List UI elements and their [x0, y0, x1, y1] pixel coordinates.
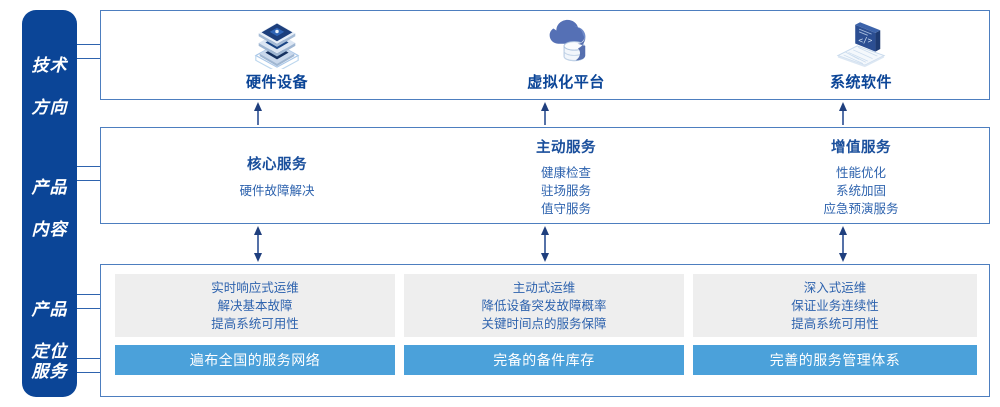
sidebar-item-product-content[interactable]: 产品 内容: [22, 156, 77, 261]
tech-label: 系统软件: [829, 74, 892, 91]
sidebar-item-service-advantage[interactable]: 服务 优势: [22, 340, 77, 407]
content-column-core[interactable]: 核心服务 硬件故障解决: [197, 128, 357, 250]
sidebar-item-label-line1: 产品: [31, 178, 68, 197]
sidebar-item-label-line2: 定位: [31, 342, 68, 361]
advantage-bar[interactable]: 完善的服务管理体系: [693, 345, 977, 375]
sidebar-item-label-line2: 内容: [31, 220, 68, 239]
sidebar-item-product-position[interactable]: 产品 定位: [22, 278, 77, 383]
arrow-up-icon: [541, 102, 549, 125]
connector-line: [77, 58, 101, 59]
arrow-up-icon: [254, 102, 262, 125]
sidebar-item-tech-direction[interactable]: 技术 方向: [22, 34, 77, 139]
connector-line: [77, 308, 101, 309]
content-item: 硬件故障解决: [239, 184, 315, 198]
tech-column-hardware[interactable]: 硬件设备: [197, 11, 357, 101]
sidebar-item-label-line1: 产品: [31, 300, 68, 319]
content-title: 增值服务: [831, 140, 891, 156]
svg-text:</>: </>: [858, 36, 872, 45]
content-item: 健康检查: [540, 166, 591, 180]
content-column-value-added[interactable]: 增值服务 性能优化 系统加固 应急预演服务: [781, 128, 941, 233]
positioning-card: 主动式运维 降低设备突发故障概率 关键时间点的服务保障: [404, 274, 684, 337]
positioning-line: 关键时间点的服务保障: [481, 316, 607, 331]
connector-line: [77, 372, 101, 373]
connector-line: [77, 44, 101, 45]
bottom-column-realtime[interactable]: 实时响应式运维 解决基本故障 提高系统可用性 遍布全国的服务网络: [115, 274, 395, 375]
content-column-proactive[interactable]: 主动服务 健康检查 驻场服务 值守服务: [486, 128, 646, 233]
advantage-bar[interactable]: 完备的备件库存: [404, 345, 684, 375]
arrow-up-icon: [839, 102, 847, 125]
tech-label: 硬件设备: [245, 74, 308, 91]
connector-line: [77, 358, 101, 359]
positioning-card: 实时响应式运维 解决基本故障 提高系统可用性: [115, 274, 395, 337]
tech-column-system-software[interactable]: </> 系统软件: [781, 11, 941, 101]
content-item: 系统加固: [835, 184, 886, 198]
sidebar-panel: 技术 方向 产品 内容 产品 定位 服务 优势: [22, 10, 77, 407]
tech-label: 虚拟化平台: [527, 74, 605, 91]
sidebar-item-label-line1: 技术: [31, 56, 68, 75]
connector-line: [77, 166, 101, 167]
content-title: 主动服务: [536, 140, 596, 156]
content-item: 性能优化: [835, 166, 886, 180]
laptop-code-icon: </>: [836, 22, 886, 68]
content-item: 值守服务: [540, 202, 591, 216]
server-stack-icon: [254, 22, 300, 69]
positioning-line: 解决基本故障: [217, 298, 293, 313]
advantage-bar[interactable]: 遍布全国的服务网络: [115, 345, 395, 375]
sidebar-item-label-line2: 优势: [22, 403, 77, 407]
sidebar-item-label-line1: 服务: [31, 362, 68, 381]
positioning-line: 提高系统可用性: [211, 316, 299, 331]
arrow-double-vertical-icon: [839, 226, 847, 262]
bottom-column-deep[interactable]: 深入式运维 保证业务连续性 提高系统可用性 完善的服务管理体系: [693, 274, 977, 375]
positioning-line: 降低设备突发故障概率: [481, 298, 607, 313]
sidebar-item-label-line2: 方向: [31, 98, 68, 117]
positioning-card: 深入式运维 保证业务连续性 提高系统可用性: [693, 274, 977, 337]
content-item: 应急预演服务: [823, 202, 899, 216]
connector-line: [77, 180, 101, 181]
tech-column-virtualization[interactable]: 虚拟化平台: [486, 11, 646, 101]
connector-line: [77, 294, 101, 295]
positioning-advantage-section: 实时响应式运维 解决基本故障 提高系统可用性 遍布全国的服务网络 主动式运维 降…: [100, 264, 990, 397]
positioning-line: 实时响应式运维: [211, 280, 299, 295]
arrow-double-vertical-icon: [254, 226, 262, 262]
positioning-line: 主动式运维: [512, 280, 576, 295]
content-item: 驻场服务: [540, 184, 591, 198]
tech-direction-section: 硬件设备 虚拟化平台: [100, 10, 990, 100]
positioning-line: 深入式运维: [803, 280, 867, 295]
bottom-column-proactive[interactable]: 主动式运维 降低设备突发故障概率 关键时间点的服务保障 完备的备件库存: [404, 274, 684, 375]
product-content-section: 核心服务 硬件故障解决 主动服务 健康检查 驻场服务 值守服务 增值服务 性能优…: [100, 127, 990, 224]
positioning-line: 提高系统可用性: [791, 316, 879, 331]
arrow-double-vertical-icon: [541, 226, 549, 262]
positioning-line: 保证业务连续性: [791, 298, 879, 313]
content-title: 核心服务: [247, 157, 307, 173]
cloud-database-icon: [549, 19, 586, 62]
